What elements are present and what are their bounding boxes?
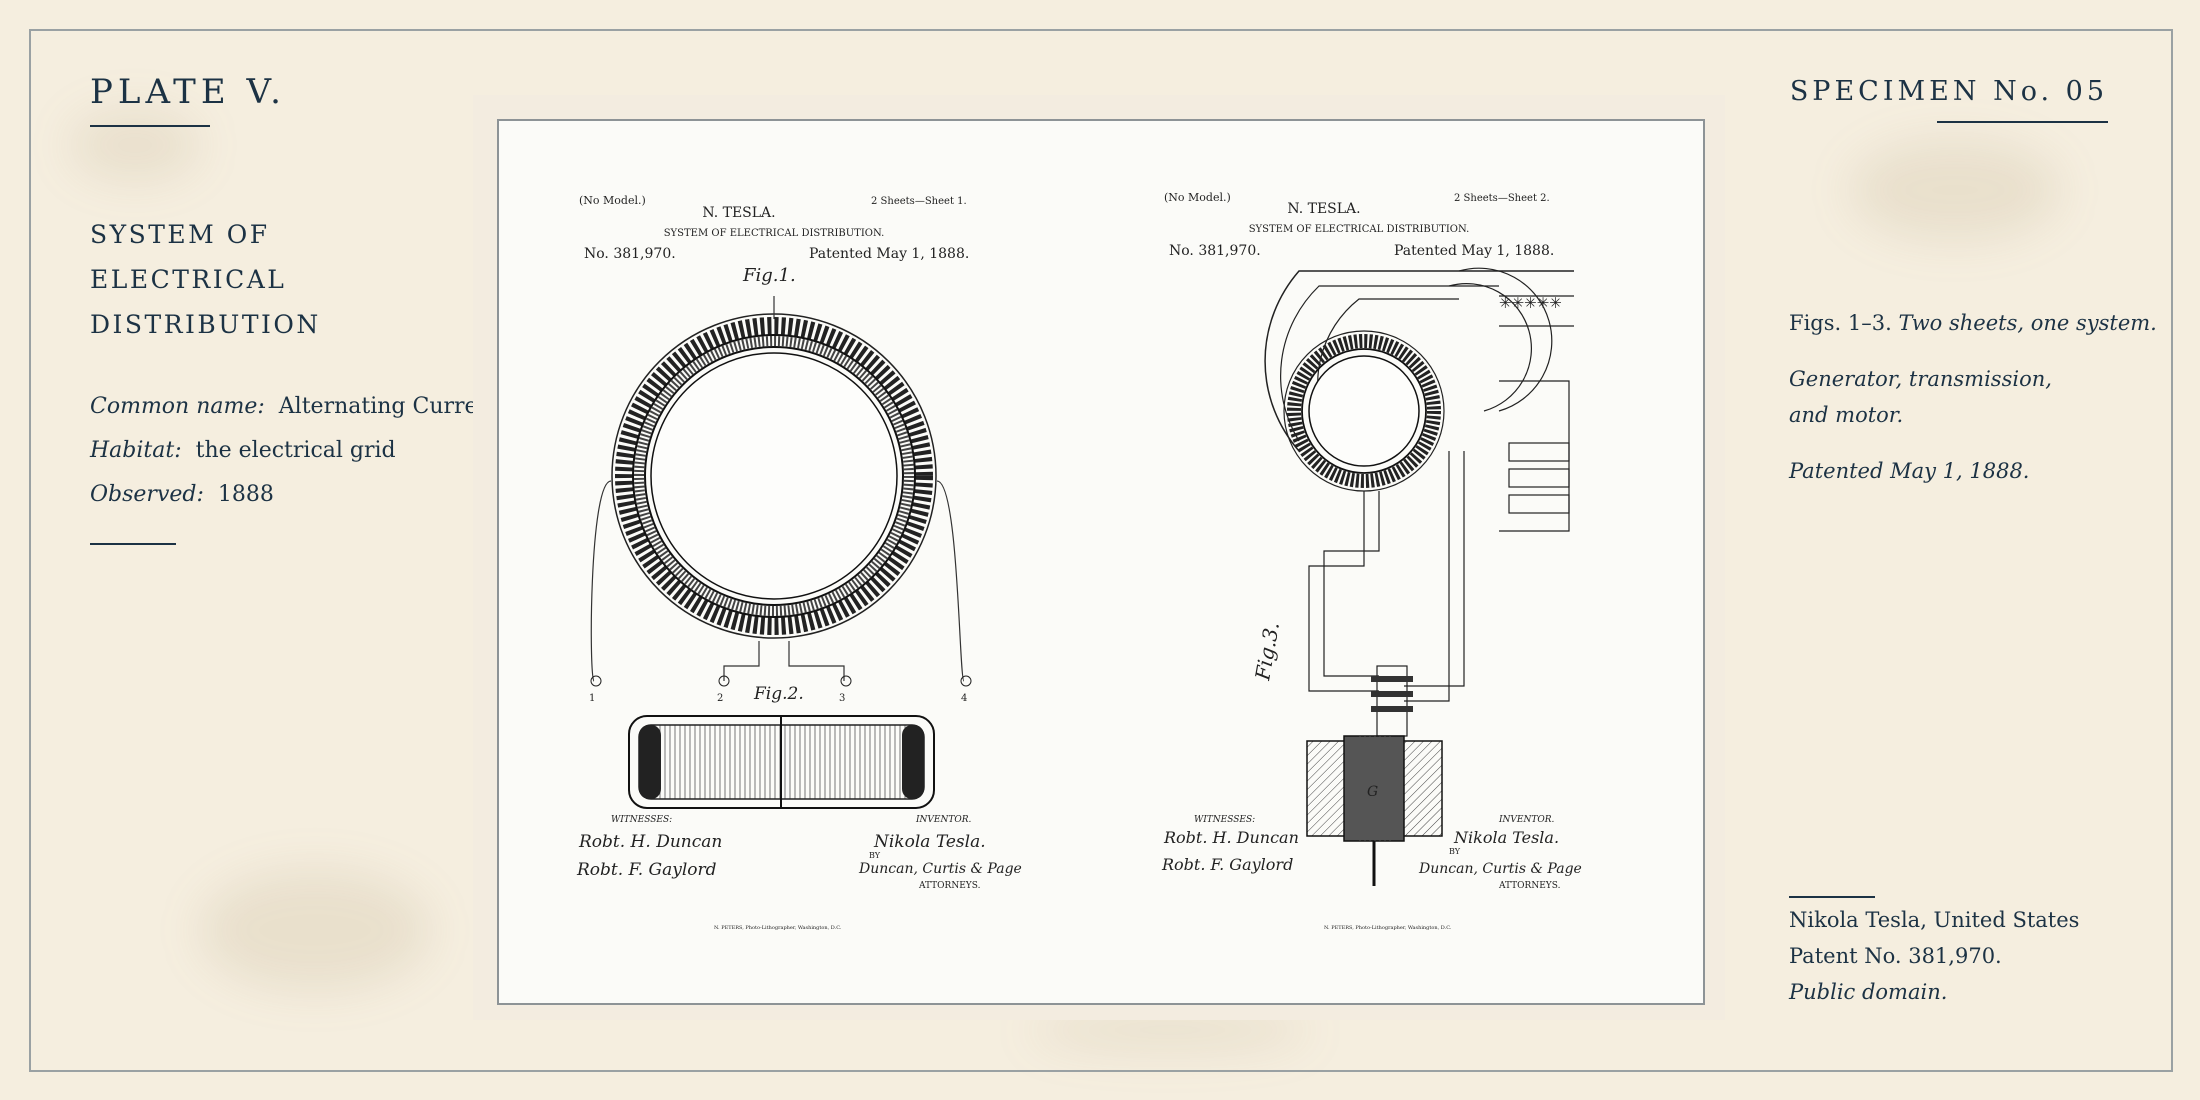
plate-label: PLATE V. — [90, 72, 286, 112]
sheet1-witness-1: Robt. H. Duncan — [578, 832, 722, 852]
plate-title-line: SYSTEM OF — [90, 220, 270, 249]
sheet2-signatures: WITNESSES: Robt. H. Duncan Robt. F. Gayl… — [1161, 815, 1582, 931]
specimen-info: Common name: Alternating Current Habitat… — [90, 385, 501, 517]
sheet2-number: No. 381,970. — [1169, 243, 1261, 259]
fig3-system-drawing: ✳✳✳✳✳ G Fig.3. — [1250, 267, 1574, 886]
credit: Nikola Tesla, United States Patent No. 3… — [1789, 902, 2079, 1010]
sheet1-inventor: N. TESLA. — [702, 205, 775, 221]
plate-title-line: ELECTRICAL — [90, 265, 287, 294]
sheet2-imprint: N. PETERS, Photo-Lithographer, Washingto… — [1324, 925, 1452, 931]
sheet2-inventor-label: INVENTOR. — [1498, 815, 1555, 825]
fig1-ring-drawing: 1 2 3 4 — [589, 296, 972, 704]
info-value: Alternating Current — [278, 394, 501, 419]
sheet2-inventor: N. TESLA. — [1287, 201, 1360, 217]
info-row-habitat: Habitat: the electrical grid — [90, 429, 501, 473]
figs-caption: Figs. 1–3. Two sheets, one system. — [1789, 305, 2157, 341]
info-rule — [90, 543, 176, 545]
info-key: Observed: — [90, 482, 204, 507]
sheet1-attorneys-label: ATTORNEYS. — [918, 881, 981, 891]
sheet1-witness-2: Robt. F. Gaylord — [576, 860, 717, 880]
figs-description-line: Generator, transmission, — [1789, 367, 2052, 391]
sheet1-patented: Patented May 1, 1888. — [809, 246, 969, 262]
specimen-label: SPECIMEN No. 05 — [1789, 76, 2108, 107]
info-row-common-name: Common name: Alternating Current — [90, 385, 501, 429]
sheet2-attorneys-label: ATTORNEYS. — [1498, 881, 1561, 891]
info-value: the electrical grid — [195, 438, 396, 463]
sheet1-attorneys-signature: Duncan, Curtis & Page — [858, 861, 1022, 877]
sheet1-by: BY — [869, 851, 881, 860]
terminal-label: 3 — [839, 693, 845, 704]
sheet1-number: No. 381,970. — [584, 246, 676, 262]
terminal-label: 2 — [717, 693, 723, 704]
sheet1-sheets: 2 Sheets—Sheet 1. — [871, 196, 967, 207]
sheet1-witnesses-label: WITNESSES: — [611, 815, 672, 825]
paper-stain — [1850, 140, 2060, 240]
credit-line: Patent No. 381,970. — [1789, 944, 2002, 968]
patent-drawing-svg: (No Model.) N. TESLA. 2 Sheets—Sheet 1. … — [576, 191, 1582, 931]
sheet2-attorneys-signature: Duncan, Curtis & Page — [1418, 861, 1582, 877]
credit-rule — [1789, 896, 1875, 898]
sheet1-inventor-signature: Nikola Tesla. — [873, 832, 986, 852]
sheet1-no-model: (No Model.) — [579, 194, 646, 207]
lamp-row: ✳✳✳✳✳ — [1499, 294, 1562, 312]
patent-drawing: (No Model.) N. TESLA. 2 Sheets—Sheet 1. … — [497, 119, 1705, 1005]
figs-italic: Two sheets, one system. — [1898, 311, 2157, 335]
sheet-2-header: (No Model.) N. TESLA. 2 Sheets—Sheet 2. … — [1164, 191, 1554, 259]
figure-notes: Figs. 1–3. Two sheets, one system. Gener… — [1789, 305, 2157, 489]
fig2-cross-section — [628, 715, 935, 809]
paper-stain — [70, 110, 200, 180]
sheet1-imprint: N. PETERS, Photo-Lithographer, Washingto… — [714, 925, 842, 931]
sheet2-inventor-signature: Nikola Tesla. — [1453, 828, 1559, 847]
info-key: Habitat: — [90, 438, 182, 463]
sheet1-fig2-label: Fig.2. — [753, 684, 804, 704]
plate-title-line: DISTRIBUTION — [90, 310, 321, 339]
sheet2-witness-1: Robt. H. Duncan — [1163, 828, 1299, 847]
plate-title: SYSTEM OF ELECTRICAL DISTRIBUTION — [90, 212, 321, 347]
sheet1-subject: SYSTEM OF ELECTRICAL DISTRIBUTION. — [664, 228, 885, 239]
info-row-observed: Observed: 1888 — [90, 473, 501, 517]
specimen-label-rule — [1937, 121, 2108, 123]
terminal-label: 1 — [589, 693, 595, 704]
sheet2-no-model: (No Model.) — [1164, 191, 1231, 204]
sheet2-fig3-label: Fig.3. — [1250, 620, 1284, 683]
sheet2-subject: SYSTEM OF ELECTRICAL DISTRIBUTION. — [1249, 224, 1470, 235]
sheet-1-header: (No Model.) N. TESLA. 2 Sheets—Sheet 1. … — [579, 194, 969, 286]
sheet2-by: BY — [1449, 847, 1461, 856]
credit-line: Nikola Tesla, United States — [1789, 908, 2080, 932]
terminal-label: 4 — [961, 693, 967, 704]
info-key: Common name: — [90, 394, 265, 419]
sheet1-signatures: WITNESSES: Robt. H. Duncan Robt. F. Gayl… — [576, 815, 1022, 931]
credit-license: Public domain. — [1789, 980, 1948, 1004]
sheet2-witness-2: Robt. F. Gaylord — [1161, 855, 1293, 874]
sheet2-sheets: 2 Sheets—Sheet 2. — [1454, 193, 1550, 204]
plate-label-rule — [90, 125, 210, 127]
sheet1-inventor-label: INVENTOR. — [915, 815, 972, 825]
sheet2-witnesses-label: WITNESSES: — [1194, 815, 1255, 825]
sheet2-patented: Patented May 1, 1888. — [1394, 243, 1554, 259]
figs-description-line: and motor. — [1789, 403, 1904, 427]
figs-prefix: Figs. 1–3. — [1789, 311, 1899, 335]
info-value: 1888 — [217, 482, 274, 507]
patent-date-note: Patented May 1, 1888. — [1789, 459, 2030, 483]
rotor-letter: G — [1367, 784, 1378, 800]
paper-stain — [200, 870, 430, 990]
plate-frame — [29, 29, 2173, 1072]
sheet1-fig1-label: Fig.1. — [742, 265, 796, 286]
